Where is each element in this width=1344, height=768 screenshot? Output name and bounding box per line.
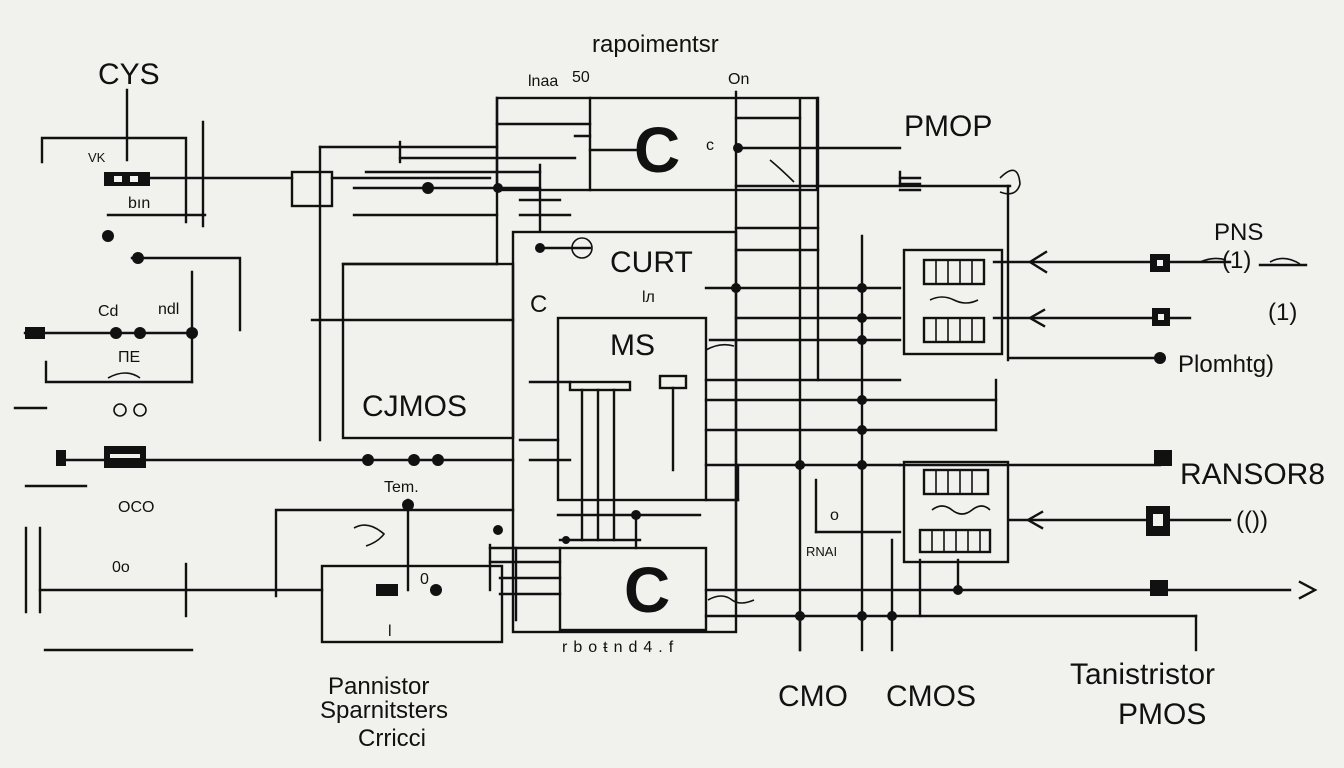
label-o-mid: 0 bbox=[420, 571, 429, 588]
label-c-small: C bbox=[530, 291, 547, 318]
chip-arrays bbox=[902, 248, 1010, 564]
label-right-sym3: (()) bbox=[1236, 507, 1268, 534]
label-c-bottom-big: C bbox=[624, 554, 670, 626]
label-right-sym1: (1) bbox=[1222, 247, 1251, 274]
label-cys: CYS bbox=[98, 58, 160, 91]
label-inna-num: 50 bbox=[572, 69, 590, 86]
bottom-left-block bbox=[320, 564, 504, 644]
label-mos: MS bbox=[610, 329, 655, 362]
annotation-marks bbox=[107, 159, 1301, 604]
label-tem: Tem. bbox=[384, 479, 419, 496]
label-ransor: RANSOR8 bbox=[1180, 458, 1325, 491]
label-on: On bbox=[728, 71, 749, 88]
label-rrami: RNAI bbox=[806, 544, 837, 559]
label-c-top-big: C bbox=[634, 114, 680, 186]
label-right-sym2: (1) bbox=[1268, 299, 1297, 326]
label-l-small: lл bbox=[642, 289, 655, 306]
label-sparnitsters: Sparnitsters bbox=[320, 697, 448, 724]
label-bin: bın bbox=[128, 195, 150, 212]
label-pannistor: Pannistor bbox=[328, 673, 429, 700]
label-bottom-chain: rboŧnd4.f bbox=[562, 639, 679, 656]
label-top-title: rapoimentsr bbox=[592, 31, 719, 58]
label-cd: Cd bbox=[98, 303, 118, 320]
label-pmop: PMOP bbox=[904, 110, 992, 143]
junction-dots bbox=[102, 143, 1166, 621]
label-curt: CURT bbox=[610, 246, 693, 279]
label-nd: ndl bbox=[158, 301, 179, 318]
label-vk: VK bbox=[88, 150, 106, 165]
mos-transistor-gates bbox=[568, 374, 688, 550]
label-pmos-bottom: PMOS bbox=[1118, 698, 1206, 731]
label-tanistristor: Tanistristor bbox=[1070, 658, 1215, 691]
label-small-c: c bbox=[706, 137, 714, 154]
mos-block bbox=[556, 316, 708, 502]
small-left-block bbox=[290, 170, 334, 208]
label-crricci: Crricci bbox=[358, 725, 426, 752]
label-cmo: CMO bbox=[778, 680, 848, 713]
label-inna: lnaa bbox=[528, 73, 558, 90]
label-cmos-bottom: CMOS bbox=[886, 680, 976, 713]
terminals bbox=[25, 172, 1172, 596]
label-small-l: l bbox=[388, 623, 392, 640]
label-oo: 0o bbox=[112, 559, 130, 576]
label-plomhtg: Plomhtg) bbox=[1178, 351, 1274, 378]
label-mo: ΠΕ bbox=[118, 349, 140, 366]
label-o-c: o bbox=[830, 507, 839, 524]
label-cmos-left: CJMOS bbox=[362, 390, 467, 423]
label-ocd: OCO bbox=[118, 499, 154, 516]
right-wiring bbox=[588, 90, 1308, 652]
label-pns: PNS bbox=[1214, 219, 1263, 246]
right-arrows bbox=[1025, 250, 1318, 600]
